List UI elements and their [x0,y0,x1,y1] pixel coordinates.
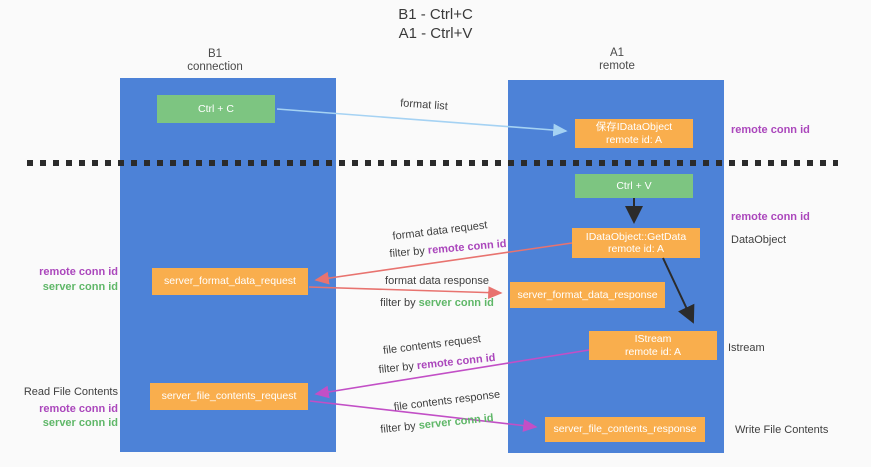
title-line-2: A1 - Ctrl+V [398,25,473,42]
lane-header-b1: B1 connection [145,48,285,74]
annotation-dataobject: DataObject [731,234,787,246]
arrow-format-data-response [308,286,503,299]
phase-separator-dashed-line [27,160,838,166]
filter-key-remote-conn-id: remote conn id [416,351,496,373]
annotation-istream: Istream [728,342,765,354]
edge-filter-file-contents-request: filter by remote conn id [378,352,496,376]
node-save-idataobject: 保存IDataObject remote id: A [575,119,693,148]
node-server-format-data-response: server_format_data_response [510,282,665,308]
annotation-write-file-contents: Write File Contents [735,424,829,436]
node-server-format-data-request-label: server_format_data_request [164,275,296,288]
node-idataobject-getdata: IDataObject::GetData remote id: A [572,228,700,258]
node-getdata-line1: IDataObject::GetData [585,230,687,243]
node-server-format-data-response-label: server_format_data_response [517,288,658,301]
node-ctrl-c-label: Ctrl + C [198,102,234,115]
filter-key-server-conn-id: server conn id [418,297,494,309]
node-server-file-contents-request-label: server_file_contents_request [161,390,297,403]
annotation-remote-conn-id-top-left: remote conn id [39,266,118,278]
edge-filter-format-data-request: filter by remote conn id [389,238,507,260]
annotation-remote-conn-id-bottom-left: remote conn id [39,403,118,415]
edge-filter-file-contents-response: filter by server conn id [380,412,494,436]
annotation-server-conn-id-bottom-left: server conn id [42,417,118,429]
annotation-remote-conn-id-top-right: remote conn id [731,124,810,136]
filter-prefix: filter by [378,360,418,377]
diagram-title: B1 - Ctrl+C A1 - Ctrl+V [0,5,871,43]
node-server-file-contents-response: server_file_contents_response [545,417,705,442]
node-save-idataobject-line2: remote id: A [605,133,663,146]
node-ctrl-c: Ctrl + C [157,95,275,123]
node-ctrl-v-label: Ctrl + V [616,179,652,192]
filter-key-remote-conn-id: remote conn id [427,237,507,257]
node-server-file-contents-request: server_file_contents_request [150,383,308,410]
node-getdata-line2: remote id: A [607,243,665,255]
node-save-idataobject-line1: 保存IDataObject [595,121,673,133]
lane-a1-role: remote [599,60,635,72]
edge-label-format-data-request: format data request [391,219,489,243]
lane-b1-name: B1 [207,48,223,60]
annotation-read-file-contents: Read File Contents [23,386,118,398]
node-server-format-data-request: server_format_data_request [152,268,308,295]
lane-header-a1: A1 remote [547,47,687,73]
node-istream-line2: remote id: A [624,345,682,358]
node-ctrl-v: Ctrl + V [575,174,693,198]
edge-filter-format-data-response: filter by server conn id [380,297,494,309]
filter-prefix: filter by [379,419,420,436]
lane-a1-name: A1 [609,47,625,59]
edge-label-file-contents-request: file contents request [382,333,482,357]
node-server-file-contents-response-label: server_file_contents_response [553,423,697,436]
edge-label-file-contents-response: file contents response [393,388,501,414]
node-istream: IStream remote id: A [589,331,717,360]
edge-label-format-list: format list [399,97,449,113]
filter-prefix: filter by [389,244,429,261]
filter-key-server-conn-id: server conn id [418,412,495,432]
annotation-server-conn-id-top-left: server conn id [42,281,118,293]
edge-label-format-data-response: format data response [385,275,489,287]
annotation-remote-conn-id-mid-right: remote conn id [731,211,810,223]
node-istream-line1: IStream [634,333,672,345]
lane-b1-role: connection [187,61,243,73]
filter-prefix: filter by [380,297,419,309]
title-line-1: B1 - Ctrl+C [398,6,473,23]
